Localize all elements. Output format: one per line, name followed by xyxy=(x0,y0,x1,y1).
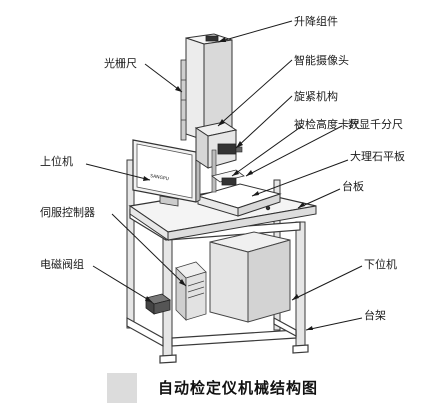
leader-lines xyxy=(85,20,363,331)
label-grating-ruler: 光栅尺 xyxy=(104,56,137,70)
component-labels: 升降组件 光栅尺 智能摄像头 旋紧机构 被检高度卡尺 数显千分尺 大理石平板 上… xyxy=(40,14,405,322)
marble-plate-drawing xyxy=(196,183,282,217)
servo-controller-drawing xyxy=(175,261,207,321)
caption-marker xyxy=(107,373,137,403)
solenoid-valve-drawing xyxy=(145,293,171,315)
figure-caption: 自动检定仪机械结构图 xyxy=(158,379,319,397)
label-frame-stand: 台架 xyxy=(364,308,386,322)
lift-assembly-drawing xyxy=(180,33,245,193)
label-upper-pc: 上位机 xyxy=(40,154,73,168)
label-marble-plate: 大理石平板 xyxy=(350,149,405,163)
upper-pc-monitor-drawing: SANGPU xyxy=(132,139,201,207)
lower-pc-cabinet-drawing xyxy=(209,231,291,323)
label-clamp-mechanism: 旋紧机构 xyxy=(294,89,338,103)
label-base-plate: 台板 xyxy=(342,179,364,193)
label-digital-micrometer: 数显千分尺 xyxy=(348,118,403,131)
label-servo-controller: 伺服控制器 xyxy=(40,205,95,219)
label-lower-pc: 下位机 xyxy=(364,257,397,271)
label-gauge-caliper: 被检高度卡尺 xyxy=(294,117,360,131)
label-solenoid-valve: 电磁阀组 xyxy=(40,257,84,271)
monitor-brand-text: SANGPU xyxy=(150,173,170,182)
label-smart-camera: 智能摄像头 xyxy=(294,53,349,67)
label-lift-assembly: 升降组件 xyxy=(294,14,338,28)
